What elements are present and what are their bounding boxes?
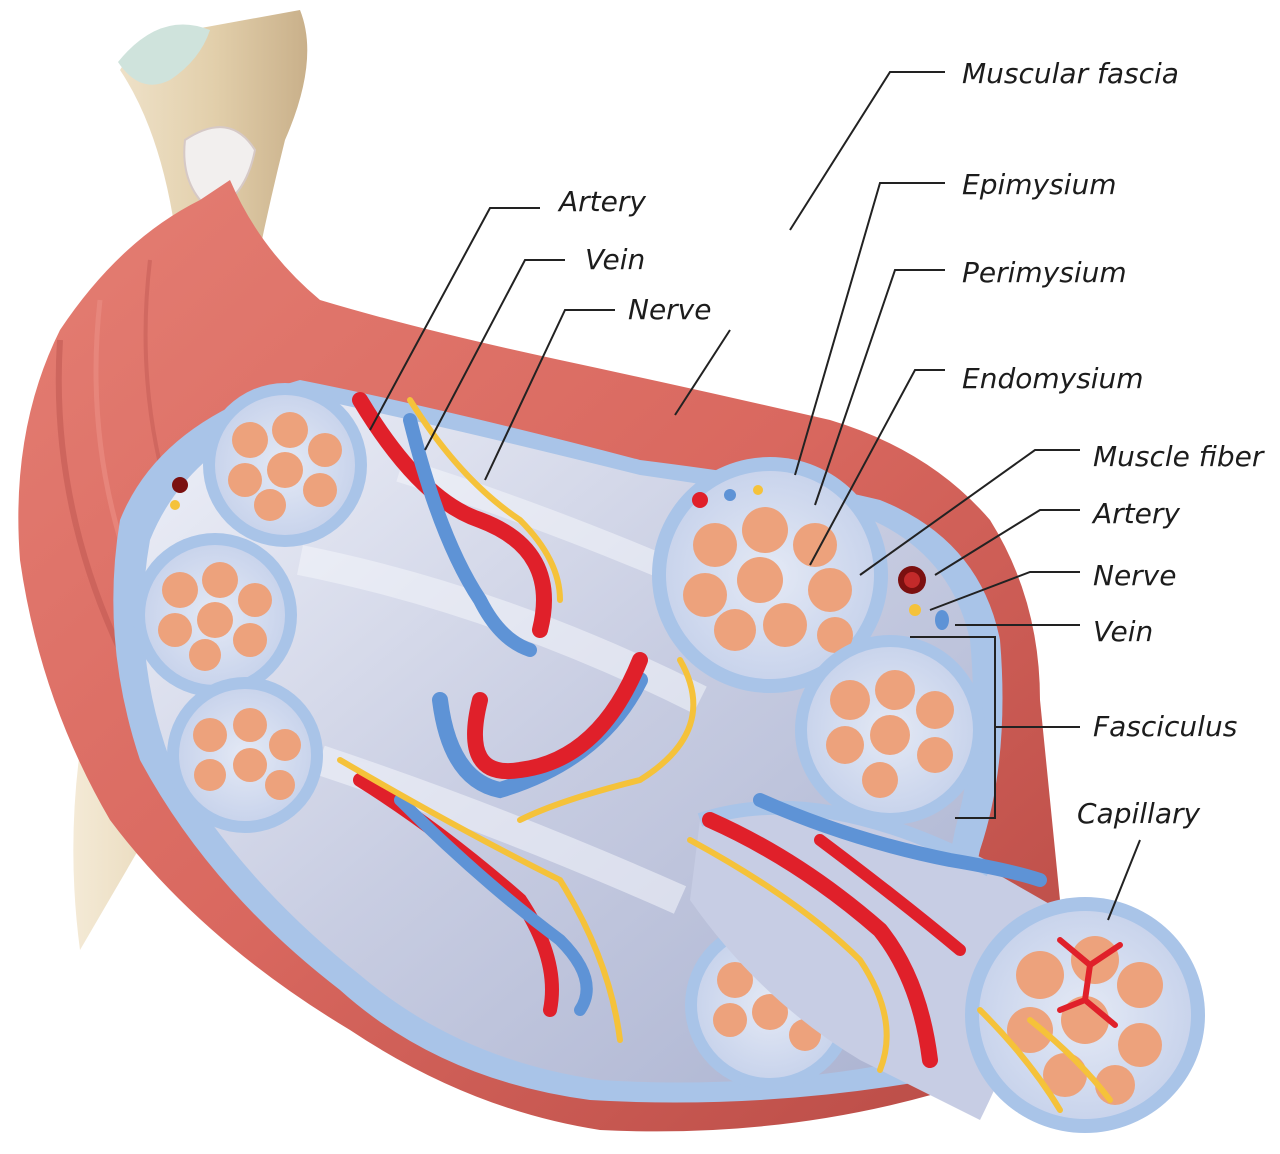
label-nerve-right: Nerve	[1093, 562, 1176, 590]
label-perimysium: Perimysium	[962, 259, 1127, 287]
label-endomysium: Endomysium	[962, 365, 1144, 393]
label-vein-right: Vein	[1093, 618, 1153, 646]
label-nerve-left: Nerve	[628, 296, 711, 324]
label-muscle-fiber: Muscle fiber	[1093, 443, 1263, 471]
label-muscular-fascia: Muscular fascia	[962, 60, 1179, 88]
label-artery-left: Artery	[559, 188, 646, 216]
label-artery-right: Artery	[1093, 500, 1180, 528]
label-vein-left: Vein	[585, 246, 645, 274]
label-capillary: Capillary	[1077, 800, 1200, 828]
label-epimysium: Epimysium	[962, 171, 1116, 199]
label-fasciculus: Fasciculus	[1093, 713, 1237, 741]
